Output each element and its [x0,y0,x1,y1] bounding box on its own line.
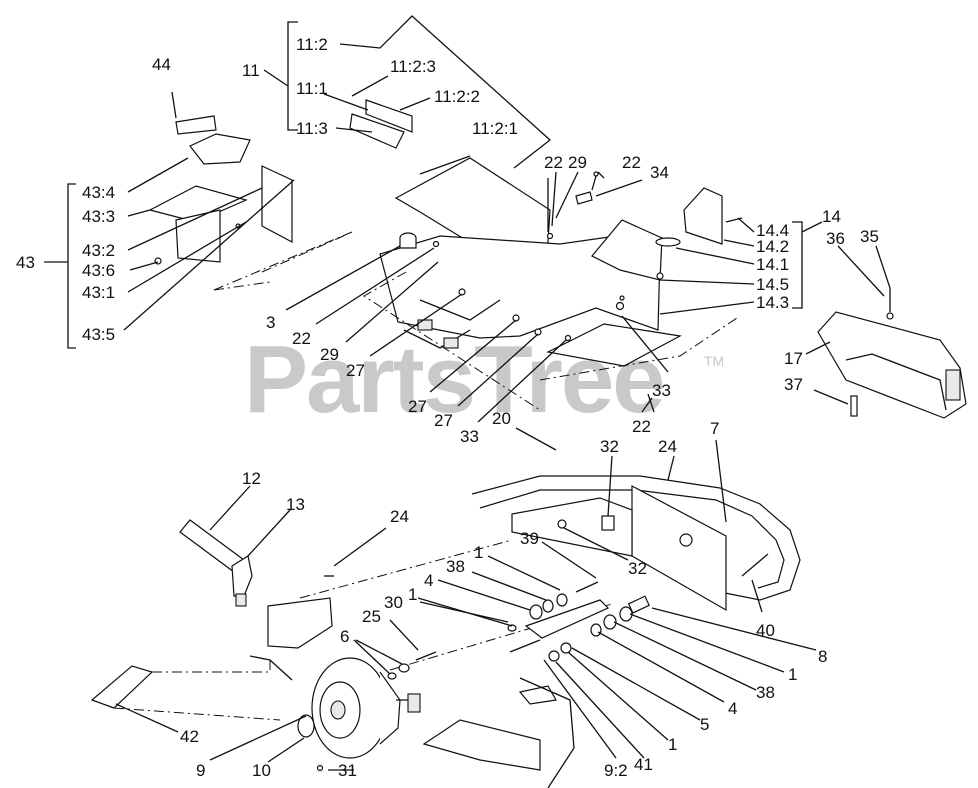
callout-27c: 27 [434,411,453,430]
part-tray [546,323,682,367]
part-8 [627,595,650,614]
callout-22c: 22 [292,329,311,348]
callout-20: 20 [492,409,511,428]
callout-33a: 33 [652,381,671,400]
callout-1c: 1 [788,665,797,684]
callout-10: 10 [252,761,271,780]
callout-4b: 4 [728,699,737,718]
part-36 [886,312,894,320]
part-left-bracket [267,597,333,649]
part-32 [601,515,615,531]
callout-29a: 29 [568,153,587,172]
part-lower-deck [422,719,541,771]
callout-35: 35 [860,227,879,246]
callout-43-4: 43:4 [82,183,115,202]
callout-32b: 32 [628,559,647,578]
part-31 [316,764,324,772]
part-25 [415,651,437,661]
callout-11-2: 11:2 [296,35,328,54]
callout-43-6: 43:6 [82,261,115,280]
callout-17: 17 [784,349,803,368]
part-11-3 [349,113,405,149]
part-34 [575,191,593,205]
callout-11-3: 11:3 [296,119,328,138]
callout-11: 11 [242,61,260,80]
callout-42: 42 [180,727,199,746]
part-6 [398,663,410,673]
part-14-2 [683,187,723,245]
part-43-4 [189,133,251,165]
callout-1b: 1 [408,585,417,604]
callout-43-5: 43:5 [82,325,115,344]
callout-11-1: 11:1 [296,79,328,98]
callout-11-2-1: 11:2:1 [472,119,518,138]
callout-40: 40 [756,621,775,640]
callout-43-2: 43:2 [82,241,115,260]
callout-11-2-3: 11:2:3 [390,57,436,76]
callout-31: 31 [338,761,357,780]
callout-22b: 22 [622,153,641,172]
watermark-tm: TM [704,353,724,369]
callout-27a: 27 [346,361,365,380]
part-41 [548,650,560,662]
callout-37: 37 [784,375,803,394]
callout-14: 14 [822,207,841,226]
part-40 [741,553,769,577]
callout-24a: 24 [658,437,677,456]
callout-9: 9 [196,761,205,780]
callout-27b: 27 [408,397,427,416]
callout-38a: 38 [446,557,465,576]
part-43-5 [261,165,293,243]
part-17 [817,311,967,419]
callout-43-3: 43:3 [82,207,115,226]
callout-22d: 22 [632,417,651,436]
callout-25: 25 [362,607,381,626]
callout-14-1: 14.1 [756,255,789,274]
callout-41: 41 [634,755,653,774]
callout-22a: 22 [544,153,563,172]
callout-labels: 11:2 11 11:2:3 11:1 11:2:2 11:3 11:2:1 4… [16,35,879,780]
callout-1d: 1 [668,735,677,754]
part-shapes [90,99,967,788]
callout-14-2: 14.2 [756,237,789,256]
callout-34: 34 [650,163,669,182]
callout-8: 8 [818,647,827,666]
part-44 [175,115,217,135]
callout-33b: 33 [460,427,479,446]
callout-9-2: 9:2 [604,761,628,780]
part-10 [297,714,315,738]
part-42 [90,665,154,709]
callout-11-2-2: 11:2:2 [434,87,480,106]
callout-38b: 38 [756,683,775,702]
callout-43: 43 [16,253,35,272]
part-5-idler-arm [524,599,610,639]
callout-32a: 32 [600,437,619,456]
callout-13: 13 [286,495,305,514]
callout-29b: 29 [320,345,339,364]
callout-5: 5 [700,715,709,734]
callout-14-4: 14.4 [756,221,789,240]
callout-14-5: 14.5 [756,275,789,294]
callout-1a: 1 [474,543,483,562]
callout-6: 6 [340,627,349,646]
callout-43-1: 43:1 [82,283,115,302]
part-43-3 [148,185,248,223]
callout-39: 39 [520,529,539,548]
callout-44: 44 [152,55,171,74]
callout-30: 30 [384,593,403,612]
part-14-1-bracket [591,219,663,281]
part-30 [507,624,517,632]
part-13 [231,555,253,597]
part-37 [850,395,858,417]
callout-14-3: 14.3 [756,293,789,312]
callout-7: 7 [710,419,719,438]
callout-3: 3 [266,313,275,332]
callout-36: 36 [826,229,845,248]
callout-4a: 4 [424,571,433,590]
callout-24b: 24 [390,507,409,526]
callout-12: 12 [242,469,261,488]
leader-lines [44,15,891,771]
